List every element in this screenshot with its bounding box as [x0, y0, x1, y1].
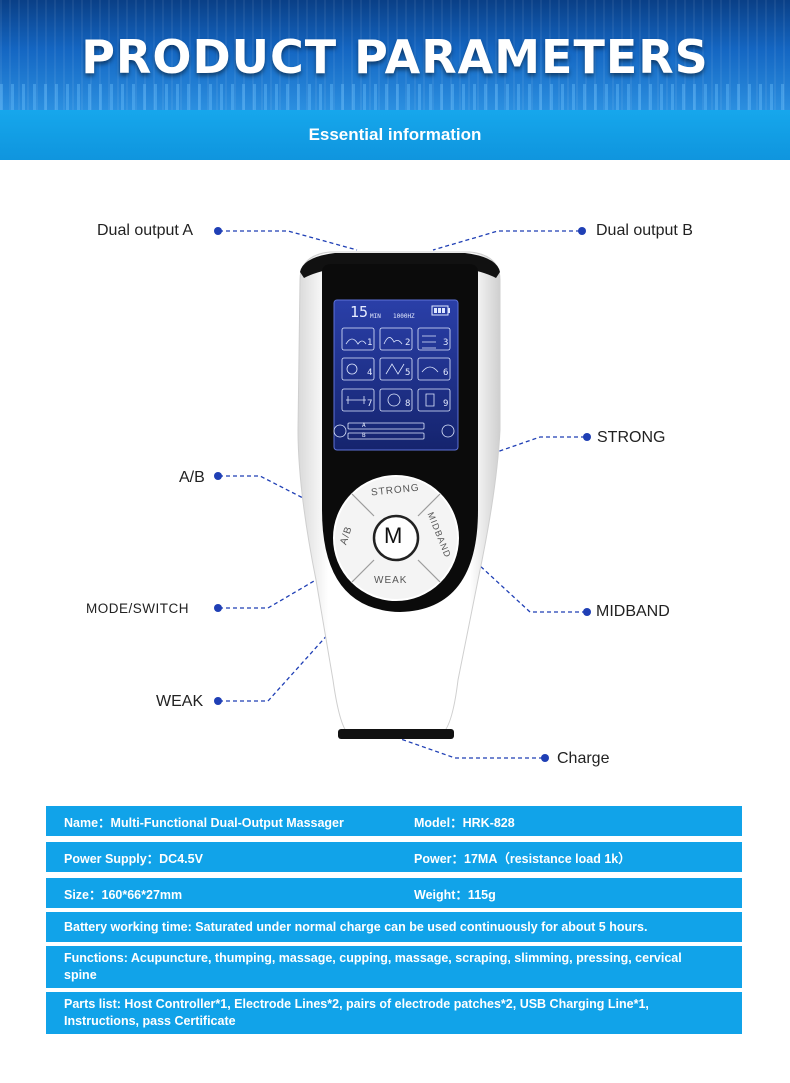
lcd-channel-a: A — [362, 422, 366, 429]
callout-dot — [541, 754, 549, 762]
callout-dot — [214, 604, 222, 612]
callout-dot — [583, 608, 591, 616]
lcd-mode-9: 9 — [443, 399, 449, 409]
spec-model: Model：HRK-828 — [414, 815, 515, 830]
lcd-mode-6: 6 — [443, 368, 449, 378]
lcd-mode-3: 3 — [443, 338, 449, 348]
callout-output-a: Dual output A — [97, 222, 194, 239]
spec-row: Functions: Acupuncture, thumping, massag… — [46, 946, 742, 988]
lcd-channel-b: B — [362, 432, 366, 439]
spec-row: Power Supply：DC4.5V Power：17MA（resistanc… — [46, 842, 742, 872]
lcd-mode-4: 4 — [367, 368, 373, 378]
callout-lines — [219, 230, 586, 759]
spec-functions: Functions: Acupuncture, thumping, massag… — [64, 951, 682, 982]
page-title: PRODUCT PARAMETERS — [81, 30, 709, 84]
spec-parts: Parts list: Host Controller*1, Electrode… — [64, 997, 649, 1028]
weak-button[interactable]: WEAK — [374, 575, 408, 586]
spec-row: Size：160*66*27mm Weight：115g — [46, 878, 742, 908]
device-illustration: 15 MIN 1000HZ 1 2 3 4 5 6 7 8 9 A B M ST… — [0, 160, 790, 800]
spec-row: Battery working time: Saturated under no… — [46, 912, 742, 942]
callout-midband: MIDBAND — [596, 603, 670, 620]
lcd-mode-1: 1 — [367, 338, 373, 348]
callout-dot — [578, 227, 586, 235]
spec-row: Name：Multi-Functional Dual-Output Massag… — [46, 806, 742, 836]
lcd-mode-8: 8 — [405, 399, 411, 409]
spec-weight: Weight：115g — [414, 887, 496, 902]
lcd-mode-7: 7 — [367, 399, 373, 409]
spec-power-supply: Power Supply：DC4.5V — [64, 851, 203, 866]
callout-dot — [214, 472, 222, 480]
mode-button[interactable]: M — [384, 523, 403, 548]
callout-output-b: Dual output B — [596, 222, 693, 239]
lcd-mode-5: 5 — [405, 368, 411, 378]
spec-row: Parts list: Host Controller*1, Electrode… — [46, 992, 742, 1034]
callout-ab: A/B — [179, 469, 205, 486]
spec-size: Size：160*66*27mm — [64, 887, 183, 902]
header-banner: PRODUCT PARAMETERS — [0, 0, 790, 110]
lcd-timer: 15 — [350, 303, 369, 321]
callout-dot — [583, 433, 591, 441]
lcd-timer-unit: MIN — [370, 313, 381, 320]
lcd-frequency: 1000HZ — [393, 313, 415, 320]
section-subtitle: Essential information — [0, 110, 790, 160]
device-drawing — [219, 230, 586, 759]
spec-battery: Battery working time: Saturated under no… — [64, 920, 648, 934]
lcd-mode-2: 2 — [405, 338, 411, 348]
callout-strong: STRONG — [597, 429, 666, 446]
callout-mode-switch: MODE/SWITCH — [86, 601, 189, 616]
lcd-screen — [333, 299, 459, 451]
callout-charge: Charge — [557, 750, 610, 767]
spec-name: Name：Multi-Functional Dual-Output Massag… — [64, 815, 344, 830]
spec-power: Power：17MA（resistance load 1k） — [414, 851, 631, 866]
callout-weak: WEAK — [156, 693, 204, 710]
callout-dot — [214, 697, 222, 705]
callout-dot — [214, 227, 222, 235]
